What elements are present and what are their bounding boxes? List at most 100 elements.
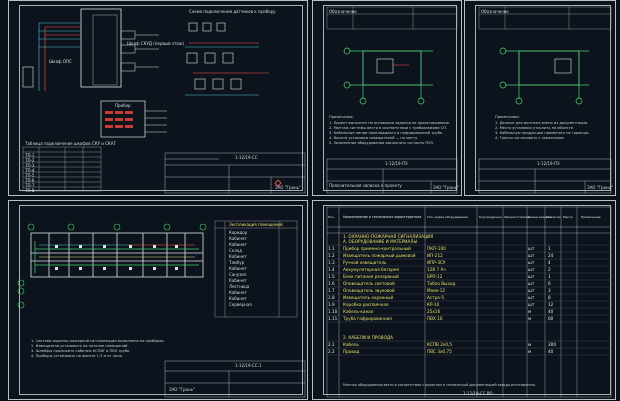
note-line: 1. Данные для монтажа взяты из документа… <box>495 121 589 125</box>
note-line: 5. Заземление оборудования выполнить сог… <box>329 141 435 145</box>
spec-cell-qty: 60 <box>548 316 554 321</box>
spec-header-pos: Поз. <box>328 215 335 219</box>
note-line: 2. Монтаж системы вести в соответствии с… <box>329 126 448 130</box>
drawing-sheet-2[interactable]: Обозначение Примечания: 1. Проект выполн… <box>312 0 462 196</box>
spec-cell-unit: шт <box>528 260 535 265</box>
drawing-stamp: 1-12/19-ПЗ <box>385 161 408 166</box>
spec-cell-type: ПКП-100 <box>427 246 446 251</box>
note-line: 1. Проект выполнен на основании задания … <box>329 121 451 125</box>
spec-cell-unit: м <box>528 342 532 347</box>
spec-cell-unit: шт <box>528 253 535 258</box>
table-cell: ТП-8 <box>25 188 35 193</box>
drawing-sheet-3[interactable]: Обозначение Примечания: 1. Данные для мо… <box>464 0 616 196</box>
spec-cell-unit: шт <box>528 302 535 307</box>
spec-cell-unit: шт <box>528 246 535 251</box>
legend-row: Кабинет <box>229 296 247 301</box>
sheet-frame <box>475 5 611 191</box>
sheet-frame <box>19 205 303 395</box>
legend-row: Санузел <box>229 272 247 277</box>
cabinet-label: Шкаф СКУД (первый этаж) <box>127 41 185 46</box>
spec-cell-pos: 1.1 <box>328 246 335 251</box>
notes-title: Примечания: <box>329 115 354 119</box>
spec-cell-pos: 1.2 <box>328 253 335 258</box>
spec-cell-unit: шт <box>528 295 535 300</box>
legend-row: Кабинет <box>229 278 247 283</box>
spec-cell-qty: 40 <box>548 349 554 354</box>
plan-note: 1. Система охранно-пожарной сигнализации… <box>31 339 165 343</box>
legend-row: Кабинет <box>229 290 247 295</box>
spec-section-title: 2. КАБЕЛИ И ПРОВОДА <box>343 335 394 340</box>
notes-title: Примечания: <box>495 115 520 119</box>
sheet-frame <box>323 5 457 191</box>
spec-cell-qty: 1 <box>548 274 551 279</box>
spec-cell-qty: 1 <box>548 246 551 251</box>
top-note: Схема подключения датчиков к прибору <box>189 9 276 14</box>
spec-cell-pos: 1.10 <box>328 309 338 314</box>
spec-cell-name: Блок питания резервный <box>343 274 399 279</box>
spec-cell-pos: 1.9 <box>328 302 335 307</box>
sheet-description: Пояснительная записка к проекту <box>329 183 402 188</box>
legend-title: Экспликация помещений <box>229 222 283 227</box>
sheet-frame <box>323 205 611 395</box>
scheme-2-graphics <box>326 6 458 194</box>
spec-cell-qty: 4 <box>548 260 551 265</box>
spec-cell-name: Оповещатель световой <box>343 281 395 286</box>
scheme-3-graphics <box>478 6 612 194</box>
spec-cell-qty: 300 <box>548 342 556 347</box>
drawing-sheet-5-specification[interactable]: Поз. Наименование и техническая характер… <box>312 200 616 400</box>
spec-cell-qty: 2 <box>548 267 551 272</box>
spec-cell-pos: 1.6 <box>328 281 335 286</box>
plan-note: 2. Извещатели установить на потолке поме… <box>31 344 129 348</box>
spec-cell-name: Коробка распаечная <box>343 302 389 307</box>
drawing-sheet-4[interactable]: Экспликация помещений Коридор Кабинет Ка… <box>8 200 308 400</box>
table-header: Обозначение <box>481 9 509 14</box>
plan-note: 4. Приборы установить на высоте 1,5 м от… <box>31 354 123 358</box>
table-cell: ТП-5 <box>25 173 35 178</box>
spec-cell-qty: 12 <box>548 302 554 307</box>
spec-header-note: Примечание <box>581 215 601 219</box>
table-cell: ТП-2 <box>25 158 35 163</box>
note-line: 3. Кабельные линии прокладывать в гофрир… <box>329 131 444 135</box>
spec-cell-name: Прибор приемно-контрольный <box>343 246 411 251</box>
legend-row: Лестница <box>229 284 250 289</box>
spec-cell-type: ПВХ 16 <box>427 316 443 321</box>
spec-cell-name: Извещатель пожарный дымовой <box>343 253 416 258</box>
spec-cell-type: 12В 7 Ач <box>427 267 446 272</box>
plan-note: 3. Шлейфы проложить кабелем КСПВГ в ПВХ … <box>31 349 131 353</box>
legend-row: Тамбур <box>229 260 245 265</box>
legend-row: Кабинет <box>229 236 247 241</box>
spec-cell-type: Астра-5 <box>427 295 445 300</box>
spec-cell-pos: 2.1 <box>328 342 335 347</box>
spec-cell-unit: шт <box>528 267 535 272</box>
legend-row: Кабинет <box>229 242 247 247</box>
spec-cell-pos: 1.4 <box>328 267 335 272</box>
spec-cell-type: ПВС 3х0,75 <box>427 349 452 354</box>
spec-cell-type: ИПР-3СУ <box>427 260 446 265</box>
spec-cell-name: Аккумуляторная батарея <box>343 267 399 272</box>
scheme-1-graphics <box>22 8 306 194</box>
spec-section-subtitle: А. ОБОРУДОВАНИЕ И МАТЕРИАЛЫ <box>343 239 418 244</box>
table-cell: ТП-4 <box>25 168 35 173</box>
spec-cell-type: ИП-212 <box>427 253 443 258</box>
legend-row: Коридор <box>229 230 248 235</box>
spec-cell-pos: 1.11 <box>328 316 338 321</box>
note-line: 4. Высота установки извещателей — по мес… <box>329 136 419 140</box>
spec-cell-type: БРП-12 <box>427 274 443 279</box>
drawing-stamp: 1-12/19-СС <box>235 155 258 160</box>
spec-cell-pos: 1.5 <box>328 274 335 279</box>
spec-cell-unit: м <box>528 349 532 354</box>
spec-cell-pos: 1.8 <box>328 295 335 300</box>
spec-cell-type: КСПВ 2х0,5 <box>427 342 453 347</box>
drawing-sheet-1[interactable]: Схема подключения датчиков к прибору Шка… <box>8 0 308 196</box>
sheet-frame <box>19 5 303 191</box>
spec-cell-name: Провод <box>343 349 360 354</box>
spec-cell-unit: м <box>528 316 532 321</box>
spec-header-type: Тип, марка оборудования <box>427 215 468 219</box>
spec-header-qty: Количество <box>546 216 561 219</box>
spec-cell-type: КР-10 <box>427 302 440 307</box>
spec-section-title: 1. ОХРАННО-ПОЖАРНАЯ СИГНАЛИЗАЦИЯ <box>343 234 434 239</box>
spec-cell-pos: 2.2 <box>328 349 335 354</box>
floor-plan-graphics <box>17 220 306 398</box>
company-name: ЗАО "Грань" <box>169 387 195 392</box>
